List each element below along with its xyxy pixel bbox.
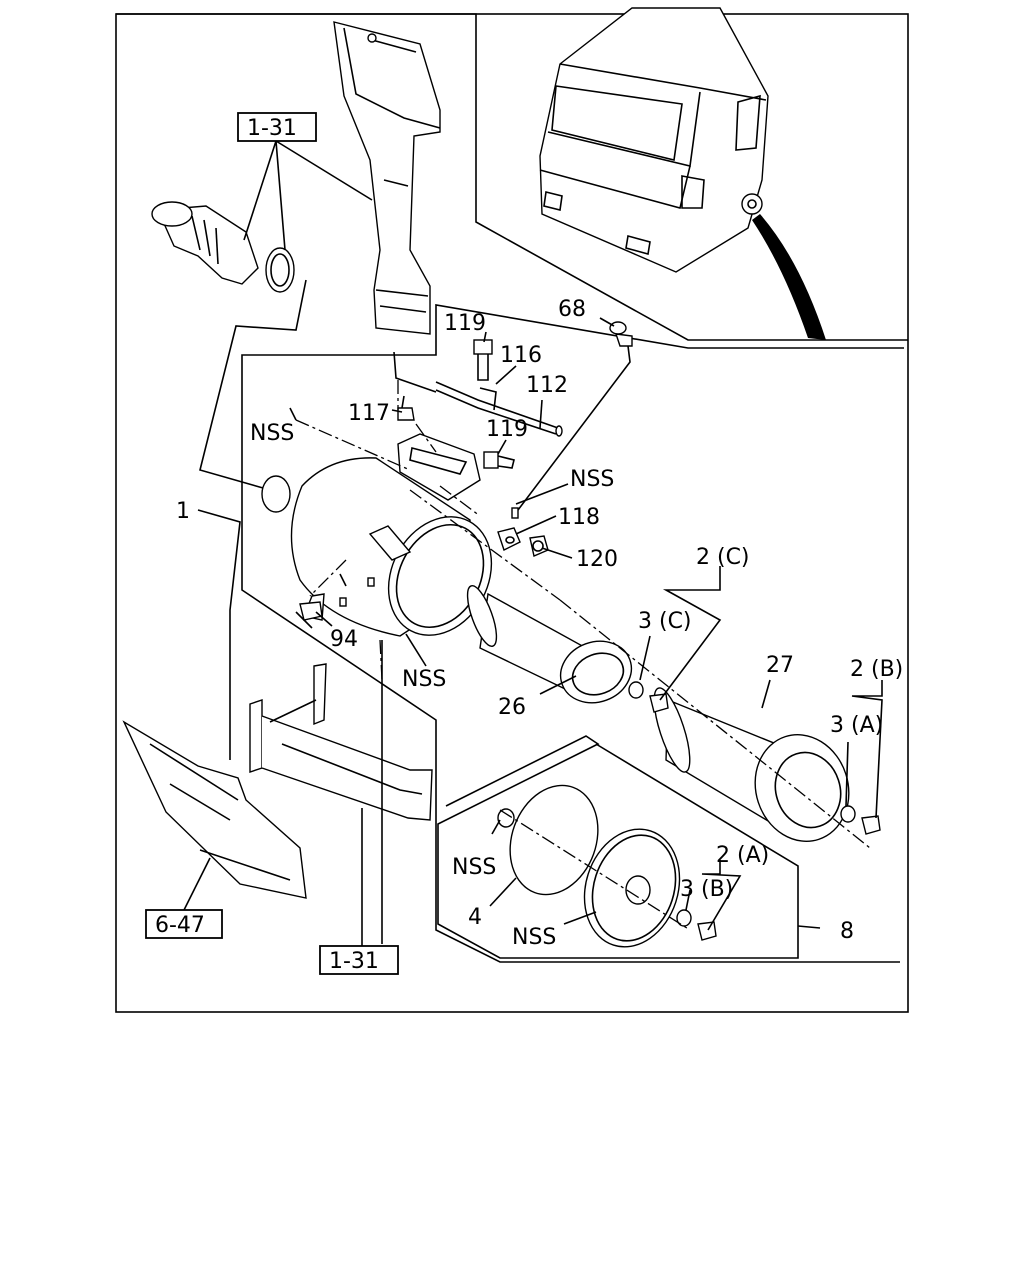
frame-bracket [249,663,433,821]
label-27: 27 [766,653,794,678]
label-118: 118 [558,505,600,530]
washer-3c [628,681,644,699]
filter-element-26 [466,585,633,704]
label-119-upper: 119 [444,311,486,336]
label-117: 117 [348,401,390,426]
ref-label-1-31-bottom: 1-31 [329,949,379,974]
intake-duct [333,21,441,335]
label-120: 120 [576,547,618,572]
label-112: 112 [526,373,568,398]
sensor-68 [517,321,633,511]
seal-nss-small [497,808,515,828]
pipe-112 [435,381,563,437]
truck-cab-illustration [539,7,769,273]
intake-hose [151,201,295,293]
cab-location-pointer [752,214,826,340]
label-119-lower: 119 [486,417,528,442]
filter-element-27 [653,687,850,842]
label-68: 68 [558,297,586,322]
label-nss-cover: NSS [512,925,556,950]
label-3b: 3 (B) [680,877,733,902]
label-8: 8 [840,919,854,944]
bolt-119-upper [473,339,493,381]
stud-117 [397,395,415,421]
ref-box-1-31-bottom [319,945,399,975]
gasket-4 [509,784,599,896]
label-94: 94 [330,627,358,652]
label-116: 116 [500,343,542,368]
label-nss-upper: NSS [250,421,294,446]
service-kit-frame [437,735,799,959]
outer-frame [115,13,909,1013]
label-2c: 2 (C) [696,545,750,570]
frame-side-panel [122,720,307,899]
label-3a: 3 (A) [830,713,883,738]
ref-box-6-47 [145,909,223,939]
wing-nut-2c [649,693,669,713]
washer-3b [676,909,692,927]
assembly-frame [116,13,908,963]
wing-nut-2a [697,921,717,941]
label-2a: 2 (A) [716,843,769,868]
label-4: 4 [468,905,482,930]
washer-3a [840,805,856,823]
ref-box-1-31-top [237,112,317,142]
clip-94 [295,601,323,629]
ref-label-6-47: 6-47 [155,913,205,938]
label-1: 1 [176,499,190,524]
label-26: 26 [498,695,526,720]
label-3c: 3 (C) [638,609,692,634]
wing-nut-2b [861,815,881,835]
nut-120 [529,535,549,557]
label-nss-right: NSS [570,467,614,492]
end-cover [583,828,681,948]
label-2b: 2 (B) [850,657,903,682]
ref-label-1-31-top: 1-31 [247,116,297,141]
air-cleaner-housing [261,433,493,637]
label-nss-mid: NSS [402,667,446,692]
clip-118 [497,507,521,551]
label-nss-kit: NSS [452,855,496,880]
bolt-119-lower [483,451,515,469]
